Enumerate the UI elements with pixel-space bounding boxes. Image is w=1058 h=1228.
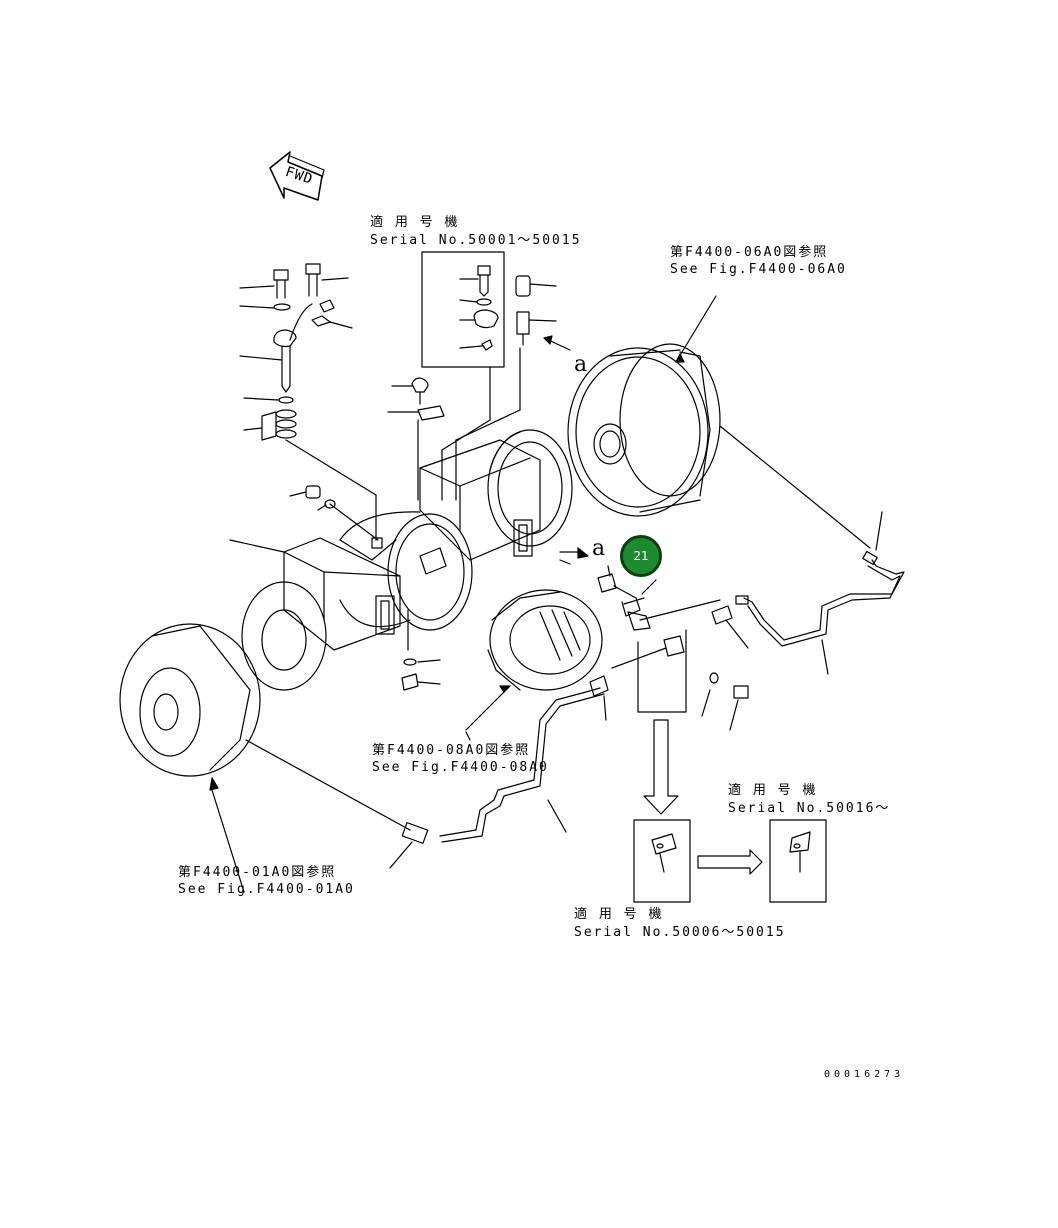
ref-06a0-en: See Fig.F4400-06A0 (670, 262, 847, 277)
bolt-part (459, 265, 499, 351)
serial-bottom-jp: 適 用 号 機 (574, 907, 664, 922)
final-drive-upper-right (567, 295, 871, 549)
bracket-part-new (789, 831, 811, 873)
axle-housing-right-flange (419, 429, 573, 561)
serial-top-en: Serial No.50001～50015 (370, 233, 582, 248)
sensor-part (515, 275, 571, 351)
left-hardware-stack (239, 263, 377, 541)
ref-01a0-jp: 第F4400-01A0図参照 (178, 865, 337, 880)
serial-mid-en: Serial No.50016～ (728, 801, 891, 816)
drawing-number: 00016273 (824, 1069, 905, 1080)
detail-letter-lower: a (592, 536, 606, 561)
fwd-arrow-icon (269, 151, 325, 201)
ref-06a0-jp: 第F4400-06A0図参照 (670, 245, 829, 260)
serial-box-bottom-left (633, 819, 691, 903)
ref-08a0-jp: 第F4400-08A0図参照 (372, 743, 531, 758)
brake-line-right (711, 511, 905, 675)
serial-mid-jp: 適 用 号 機 (728, 783, 818, 798)
detail-box-bracket (637, 629, 687, 815)
final-drive-lower-left (119, 623, 411, 893)
axle-housing-center (339, 511, 473, 631)
serial-top-jp: 適 用 号 機 (370, 215, 460, 230)
callout-21[interactable]: 21 (620, 535, 662, 577)
replacement-arrow-icon (697, 849, 763, 875)
serial-box-top (421, 251, 505, 368)
serial-box-bottom-right (769, 819, 827, 903)
drain-plug (401, 609, 441, 691)
hub-carrier (465, 589, 603, 741)
sensor-fitting (559, 547, 749, 731)
bracket-part-old (651, 833, 677, 873)
axle-housing-left (229, 537, 401, 691)
detail-letter-upper: a (574, 352, 588, 377)
ref-01a0-en: See Fig.F4400-01A0 (178, 882, 355, 897)
serial-bottom-en: Serial No.50006～50015 (574, 925, 786, 940)
ref-08a0-en: See Fig.F4400-08A0 (372, 760, 549, 775)
small-hardware (289, 377, 445, 549)
brake-line-left (389, 675, 609, 869)
